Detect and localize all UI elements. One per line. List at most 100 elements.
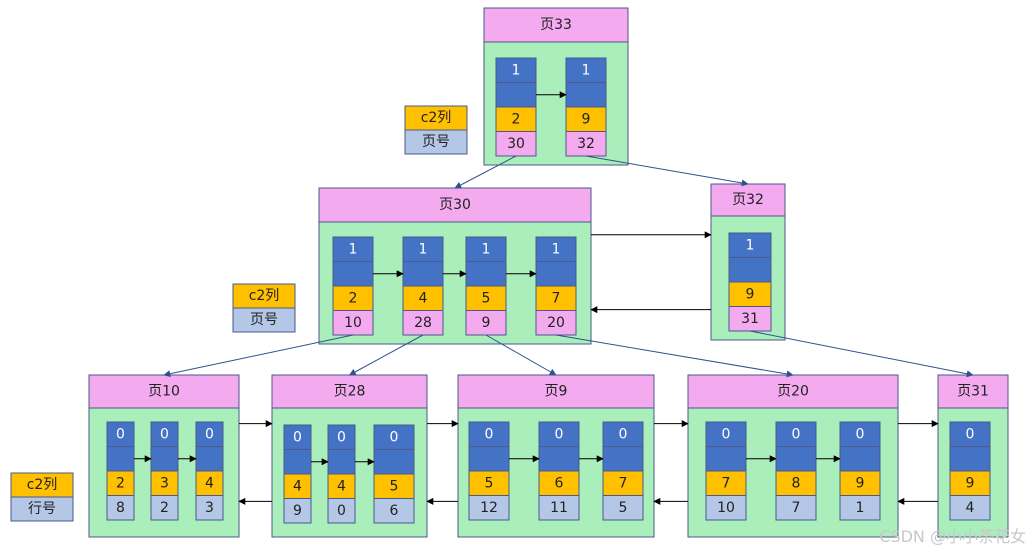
record-c2-cell-text: 5: [482, 290, 491, 306]
record-next-cell: [465, 261, 507, 287]
record-c2-cell-text: 9: [966, 475, 975, 491]
record-row-cell-text: 0: [337, 503, 346, 519]
child-page-link: [485, 334, 557, 376]
record: 1 4 28: [402, 236, 444, 336]
record-header-cell-text: 0: [160, 426, 169, 442]
legend-ptr-swatch: [404, 129, 468, 155]
record-row-cell: [468, 495, 510, 521]
record-c2-cell: [283, 473, 312, 499]
child-page-link: [585, 155, 749, 187]
record-header-cell-text: 0: [722, 426, 731, 442]
record-row-cell: [373, 498, 415, 524]
page-title: 页9: [545, 384, 568, 400]
record-page-cell: [465, 310, 507, 336]
record: 056: [373, 424, 415, 524]
record-header-cell-text: 0: [205, 426, 214, 442]
record-c2-cell-text: 5: [390, 478, 399, 494]
record-header-cell: [839, 421, 881, 447]
record-row-cell: [602, 495, 644, 521]
record-header-cell-text: 1: [349, 241, 358, 257]
legend-ptr-label: 页号: [250, 312, 278, 328]
record-row-cell: [949, 495, 991, 521]
record-c2-cell-text: 9: [746, 286, 755, 302]
record-header-cell: [602, 421, 644, 447]
page-title: 页33: [540, 17, 572, 33]
record-row-cell: [839, 495, 881, 521]
record-row-cell: [538, 495, 580, 521]
record-header-cell-text: 0: [555, 426, 564, 442]
record-row-cell-text: 9: [293, 503, 302, 519]
record-page-cell-text: 10: [344, 315, 362, 331]
record-c2-cell-text: 4: [337, 478, 346, 494]
record-header-cell-text: 0: [485, 426, 494, 442]
record-c2-cell-text: 4: [419, 290, 428, 306]
record-c2-cell: [402, 285, 444, 311]
record-c2-cell: [332, 285, 374, 311]
record: 087: [775, 421, 817, 521]
record-c2-cell-text: 2: [349, 290, 358, 306]
record-c2-cell-text: 3: [160, 475, 169, 491]
child-page-link: [454, 155, 517, 189]
record-row-cell-text: 3: [205, 500, 214, 516]
child-page-link: [163, 334, 354, 378]
record-header-cell: [468, 421, 510, 447]
record-header-cell: [327, 424, 356, 450]
record-next-cell: [602, 446, 644, 472]
record-page-cell-text: 30: [507, 136, 525, 152]
record-page-cell-text: 28: [414, 315, 432, 331]
record-header-cell-text: 1: [582, 62, 591, 78]
record-c2-cell: [602, 470, 644, 496]
record-c2-cell: [106, 470, 135, 496]
record-next-cell: [195, 446, 224, 472]
record-row-cell: [775, 495, 817, 521]
legend-ptr-swatch: [10, 496, 74, 522]
record-c2-cell-text: 7: [619, 475, 628, 491]
record-next-cell: [327, 449, 356, 475]
record-header-cell-text: 1: [419, 241, 428, 257]
record-next-cell: [468, 446, 510, 472]
record-next-cell: [775, 446, 817, 472]
record-c2-cell-text: 9: [582, 111, 591, 127]
legend-ptr-label: 页号: [422, 134, 450, 150]
record-row-cell-text: 7: [792, 500, 801, 516]
record-header-cell: [728, 232, 772, 258]
page-title: 页20: [777, 384, 809, 400]
record-row-cell: [195, 495, 224, 521]
record-header-cell-text: 0: [619, 426, 628, 442]
record-page-cell-text: 20: [547, 315, 565, 331]
record-row-cell: [327, 498, 356, 524]
record-c2-cell: [949, 470, 991, 496]
record: 049: [283, 424, 312, 524]
record-header-cell: [705, 421, 747, 447]
record: 0 7 5: [602, 421, 644, 521]
record-page-cell-text: 32: [577, 136, 595, 152]
record-header-cell: [373, 424, 415, 450]
record-row-cell-text: 8: [116, 500, 125, 516]
record-c2-cell-text: 7: [552, 290, 561, 306]
record-c2-cell-text: 5: [485, 475, 494, 491]
record-row-cell-text: 5: [619, 500, 628, 516]
record-row-cell-text: 12: [480, 500, 498, 516]
record-c2-cell-text: 8: [792, 475, 801, 491]
page-title-bar: [937, 374, 1009, 409]
watermark: CSDN @小小茶花女: [879, 527, 1026, 546]
record-row-cell: [106, 495, 135, 521]
record-row-cell-text: 10: [717, 500, 735, 516]
child-page-link: [749, 330, 974, 378]
record-row-cell: [705, 495, 747, 521]
record-next-cell: [106, 446, 135, 472]
record-row-cell: [283, 498, 312, 524]
record-c2-cell: [373, 473, 415, 499]
record-header-cell-text: 0: [293, 429, 302, 445]
record-header-cell-text: 1: [482, 241, 491, 257]
